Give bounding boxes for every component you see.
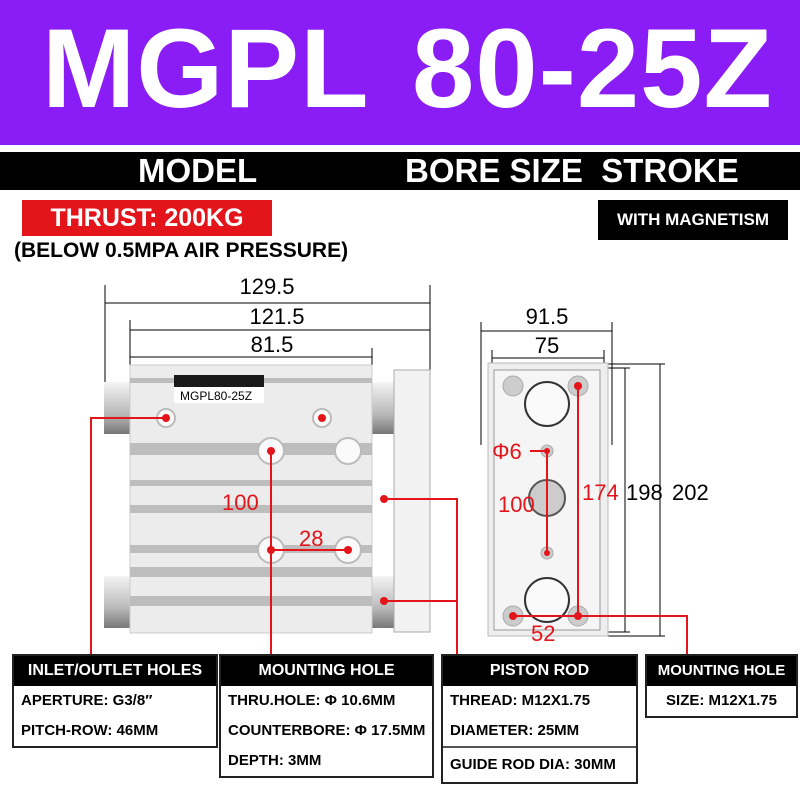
table-title: MOUNTING HOLE [647,656,796,686]
callout-lines [90,386,688,655]
table-row: APERTURE: G3/8′′ [21,692,153,709]
title-banner [0,0,800,145]
dim-bottom: 52 [531,621,555,646]
label-plate: MGPL80-25Z [180,389,252,403]
dim-mount-pitch: 100 [222,490,259,515]
dim-overall: 129.5 [239,274,294,299]
dim-side-width: 91.5 [526,304,569,329]
size-title: 80-25Z [412,6,773,131]
table-row: THRU.HOLE: Φ 10.6MM [228,692,396,709]
dim-body-plate: 121.5 [249,304,304,329]
model-label: MODEL [138,152,258,189]
table-row: COUNTERBORE: Φ 17.5MM [228,722,426,739]
table-title: PISTON ROD [443,656,636,686]
dim-side-inner: 75 [535,333,559,358]
callout-dots [162,382,582,620]
cylinder-front-view: MGPL80-25Z [104,364,431,634]
dim-198: 198 [626,480,663,505]
table-title: INLET/OUTLET HOLES [14,656,216,686]
table-row: SIZE: M12X1.75 [666,692,777,709]
dim-side-pitch: 100 [498,492,535,517]
dim-202: 202 [672,480,709,505]
table-row: DIAMETER: 25MM [450,722,580,739]
table-mounting-hole: MOUNTING HOLE THRU.HOLE: Φ 10.6MM COUNTE… [219,654,434,778]
size-label: BORE SIZE STROKE [405,152,739,189]
table-inlet-outlet: INLET/OUTLET HOLES APERTURE: G3/8′′ PITC… [12,654,218,748]
pressure-note: (BELOW 0.5MPA AIR PRESSURE) [14,239,349,262]
model-title: MGPL [42,6,370,131]
table-mounting-hole-size: MOUNTING HOLE SIZE: M12X1.75 [645,654,798,718]
table-row: DEPTH: 3MM [228,752,322,769]
table-row: GUIDE ROD DIA: 30MM [443,746,636,782]
table-title: MOUNTING HOLE [221,656,432,686]
dim-phi: Φ6 [492,439,522,464]
table-row: PITCH-ROW: 46MM [21,722,159,739]
dim-body: 81.5 [251,332,294,357]
label-bar [0,152,800,190]
table-piston-rod: PISTON ROD THREAD: M12X1.75 DIAMETER: 25… [441,654,638,784]
magnetism-badge: WITH MAGNETISM [598,200,788,240]
thrust-badge: THRUST: 200KG [22,200,272,236]
dim-174: 174 [582,480,619,505]
dim-mount-spacing: 28 [299,526,323,551]
table-row: THREAD: M12X1.75 [450,692,591,709]
